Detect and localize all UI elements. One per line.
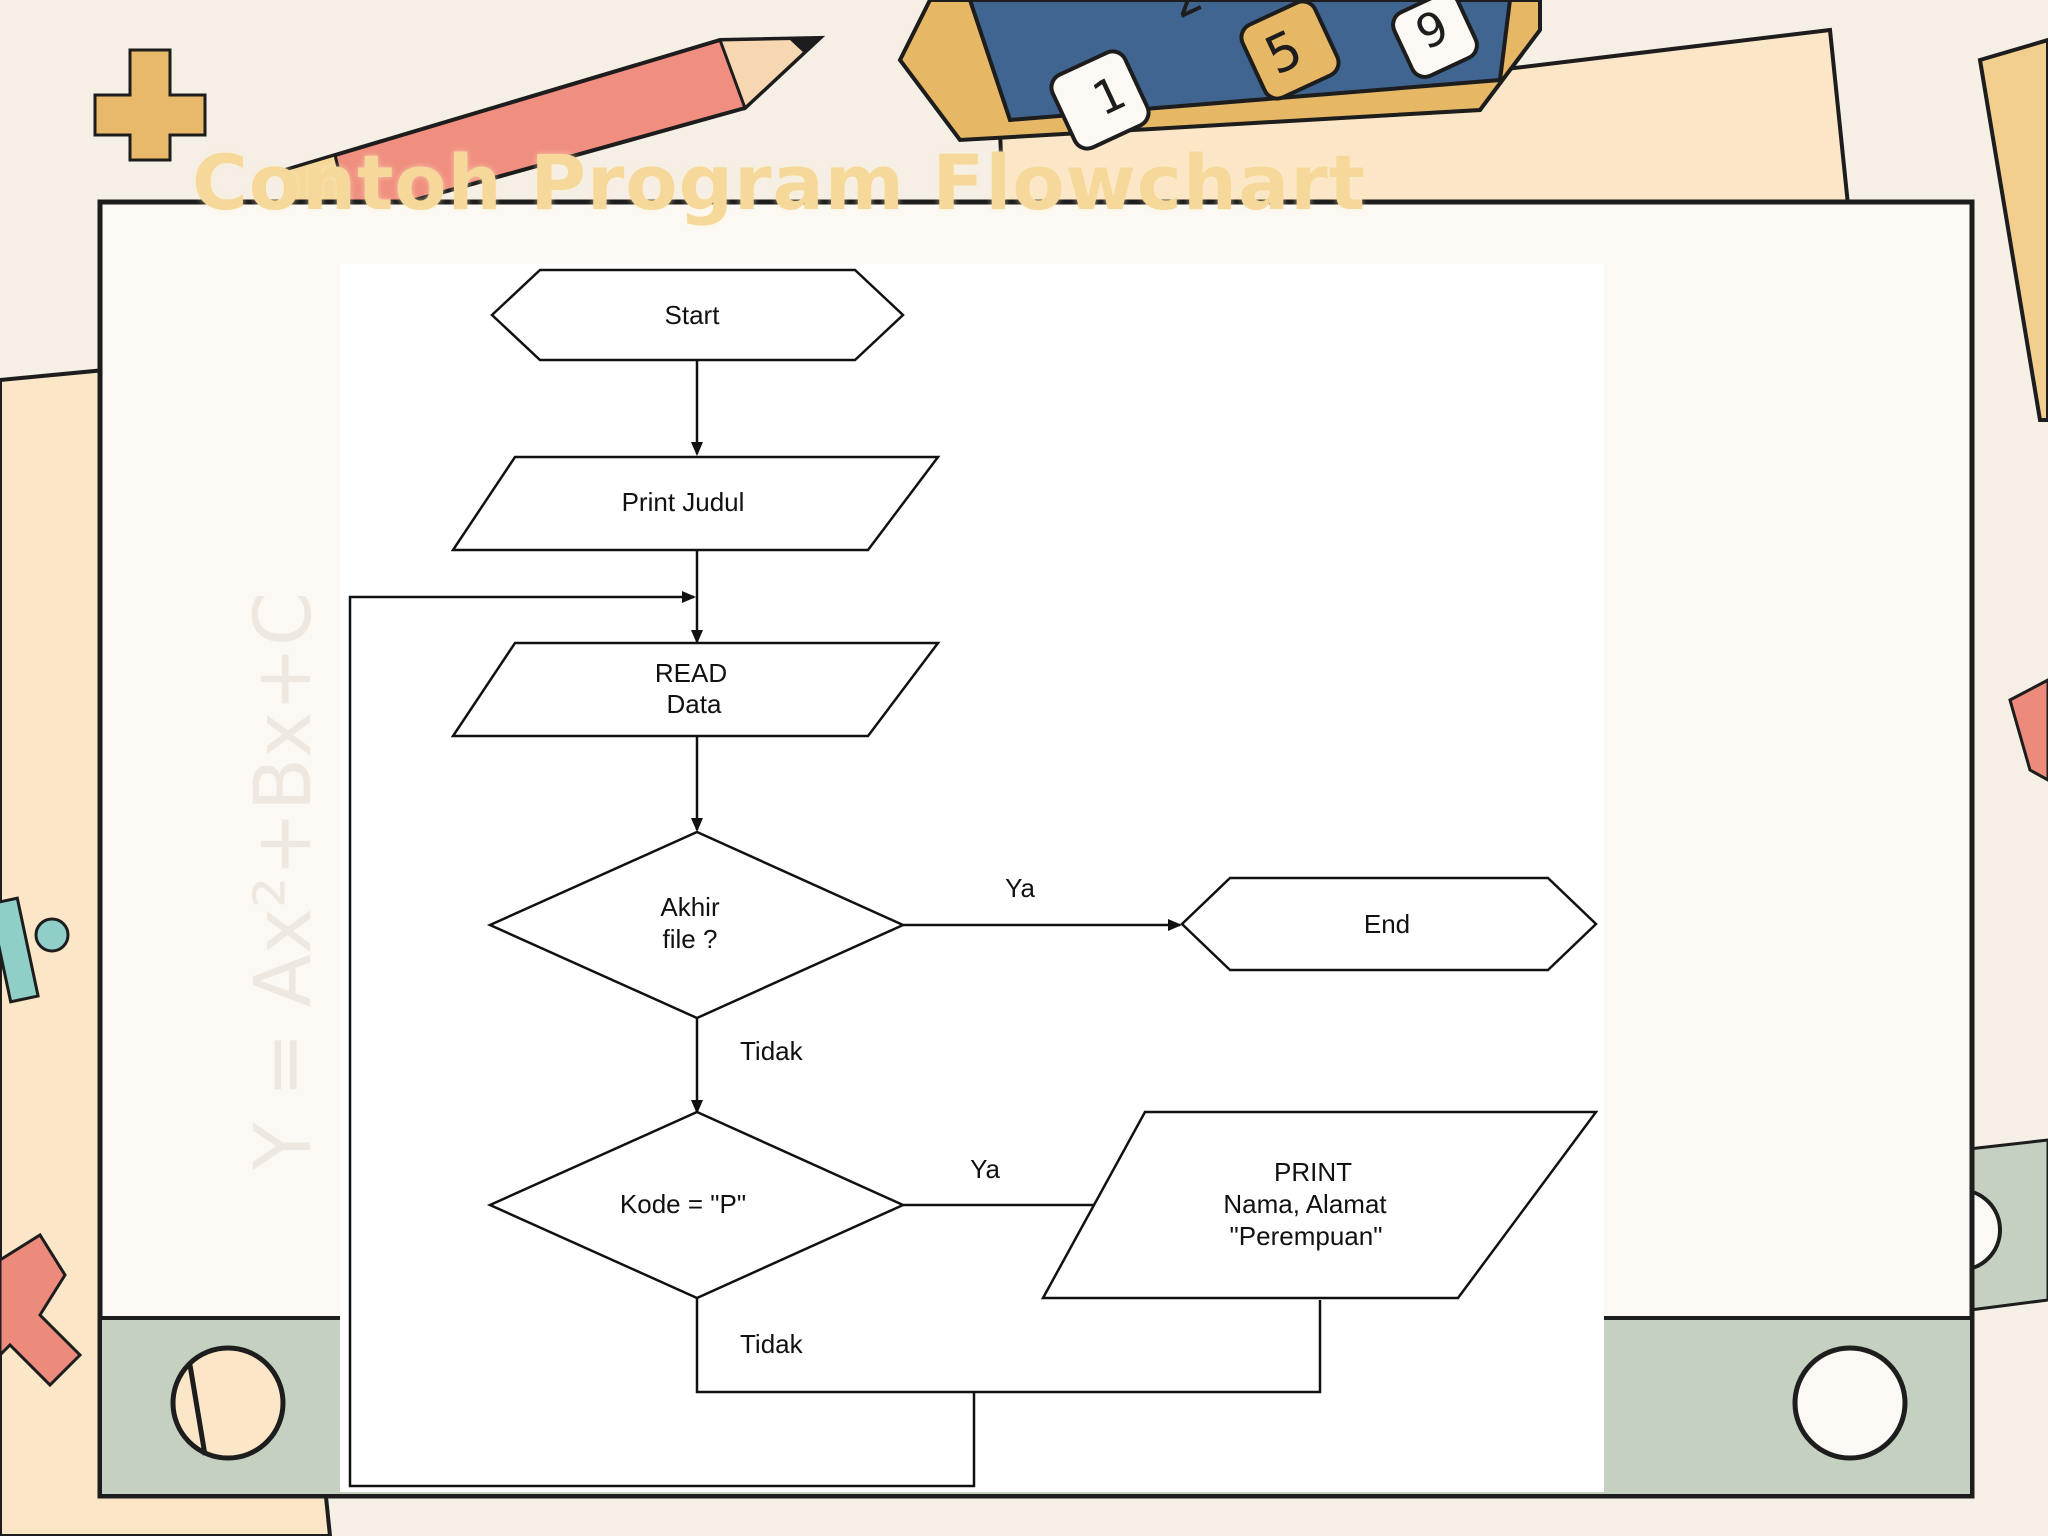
data-label: Data (667, 689, 722, 719)
red-shape-right (2008, 678, 2048, 782)
ring-hole-right-board (1792, 1345, 1908, 1461)
end-label: End (1364, 909, 1410, 939)
formula-watermark: Y = Ax²+Bx+C (239, 592, 329, 1171)
print-nama-io: PRINT Nama, Alamat "Perempuan" (1040, 1110, 1599, 1300)
print-judul-label: Print Judul (622, 487, 745, 517)
akhir-label: Akhir (660, 892, 720, 922)
nama-alamat-label: Nama, Alamat (1223, 1189, 1387, 1219)
akhir-ya-label: Ya (1005, 873, 1035, 903)
multiply-icon (0, 1232, 83, 1388)
connector-merge (695, 1298, 1322, 1394)
read-data-io: READ Data (450, 641, 941, 738)
akhir-tidak-label: Tidak (740, 1036, 804, 1066)
slide-title: Contoh Program Flowchart (192, 138, 1367, 227)
perempuan-label: "Perempuan" (1230, 1221, 1383, 1251)
start-terminator: Start (490, 268, 905, 362)
end-terminator: End (1180, 876, 1598, 972)
plus-icon (93, 48, 207, 162)
divide-icon (0, 896, 70, 1004)
akhir-file-decision: Akhir file ? (486, 830, 907, 1020)
kode-ya-label: Ya (970, 1154, 1000, 1184)
read-label: READ (655, 658, 727, 688)
calculator-icon: 1 2 5 9 (897, 0, 1542, 151)
file-label: file ? (663, 924, 718, 954)
connector-loop-back (348, 591, 976, 1488)
start-label: Start (665, 300, 721, 330)
ruler (1977, 37, 2048, 422)
print-judul-io: Print Judul (450, 455, 941, 552)
kode-label: Kode = "P" (620, 1189, 746, 1219)
kode-tidak-label: Tidak (740, 1329, 804, 1359)
kode-p-decision: Kode = "P" (486, 1110, 907, 1300)
print-label: PRINT (1274, 1157, 1352, 1187)
